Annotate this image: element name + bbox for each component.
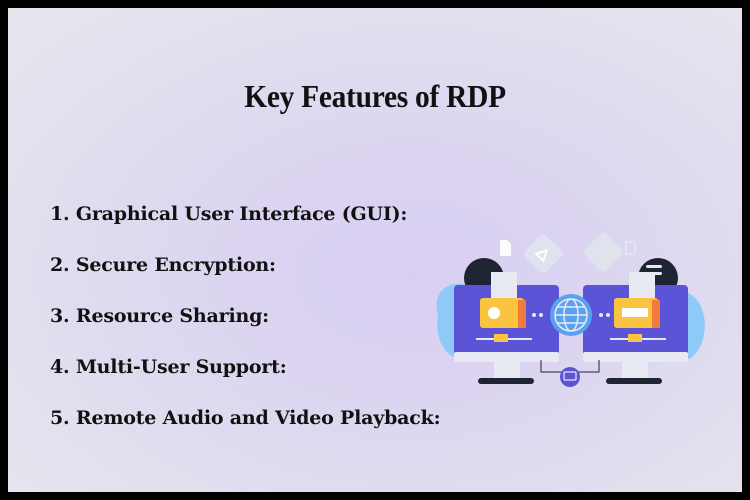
page-title: Key Features of RDP xyxy=(244,78,506,114)
remote-desktop-illustration-icon xyxy=(436,232,705,387)
feature-item-encryption: 2. Secure Encryption: xyxy=(50,254,276,276)
feature-list: 1. Graphical User Interface (GUI): 2. Se… xyxy=(50,201,441,456)
slide-canvas: Key Features of RDP 1. Graphical User In… xyxy=(8,8,742,492)
feature-item-gui: 1. Graphical User Interface (GUI): xyxy=(50,203,408,225)
feature-item-audio-video: 5. Remote Audio and Video Playback: xyxy=(50,407,441,429)
feature-item-multi-user: 4. Multi-User Support: xyxy=(50,356,287,378)
feature-item-resource-sharing: 3. Resource Sharing: xyxy=(50,305,269,327)
